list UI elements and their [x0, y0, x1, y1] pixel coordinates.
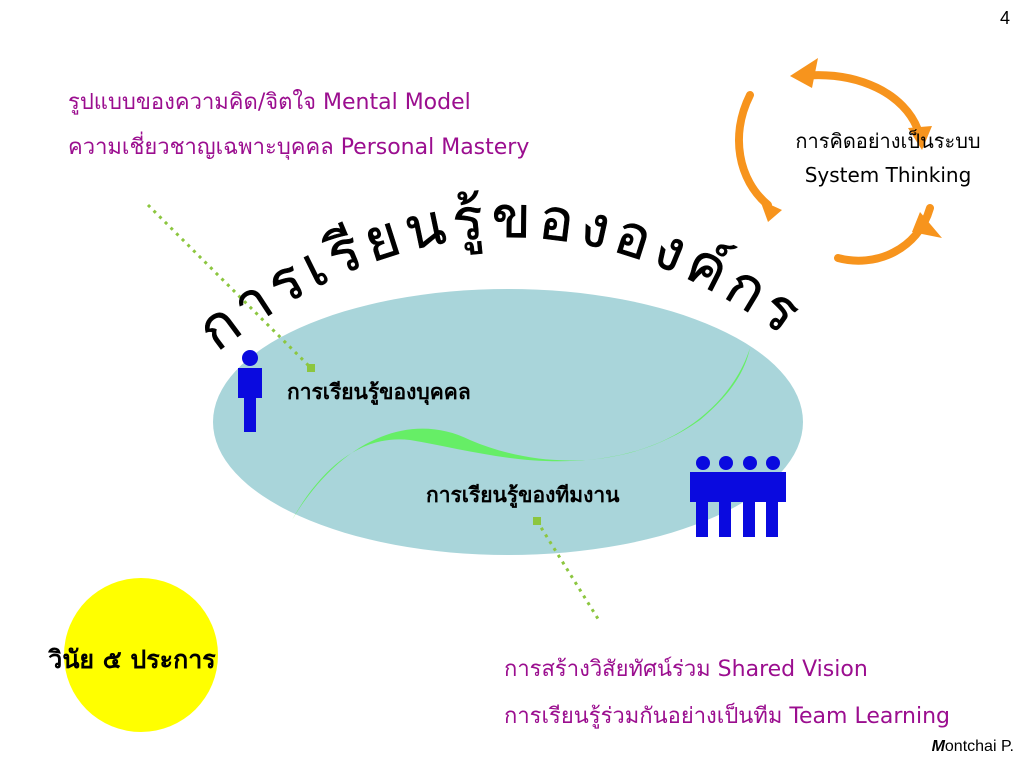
- dotted-line-bottom-end: [533, 517, 541, 525]
- single-person-icon: [238, 350, 262, 432]
- page-number: 4: [999, 8, 1010, 28]
- team-people-icon: [690, 456, 786, 537]
- shared-vision-text: การสร้างวิสัยทัศน์ร่วม Shared Vision: [504, 657, 868, 682]
- dotted-line-top-end: [307, 364, 315, 372]
- credit-initial: M: [931, 738, 945, 755]
- personal-mastery-text: ความเชี่ยวชาญเฉพาะบุคคล Personal Mastery: [68, 135, 530, 160]
- system-thinking-thai: การคิดอย่างเป็นระบบ: [795, 129, 981, 153]
- cycle-arrowheads: [760, 58, 942, 238]
- individual-learning-label: การเรียนรู้ของบุคคล: [287, 380, 471, 404]
- mental-model-text: รูปแบบของความคิด/จิตใจ Mental Model: [68, 90, 471, 115]
- system-thinking-english: System Thinking: [804, 163, 972, 187]
- team-learning-text: การเรียนรู้ร่วมกันอย่างเป็นทีม Team Lear…: [504, 704, 950, 729]
- author-credit: Montchai P.: [932, 738, 1014, 756]
- team-learning-label: การเรียนรู้ของทีมงาน: [426, 483, 620, 507]
- dotted-line-top: [146, 203, 313, 370]
- sun-circle: [64, 578, 218, 732]
- learning-ellipse: [213, 289, 803, 555]
- system-thinking-label: การคิดอย่างเป็นระบบ System Thinking: [760, 124, 1016, 192]
- credit-rest: ontchai P.: [944, 738, 1014, 755]
- five-disciplines-label: วินัย ๕ ประการ: [48, 645, 216, 674]
